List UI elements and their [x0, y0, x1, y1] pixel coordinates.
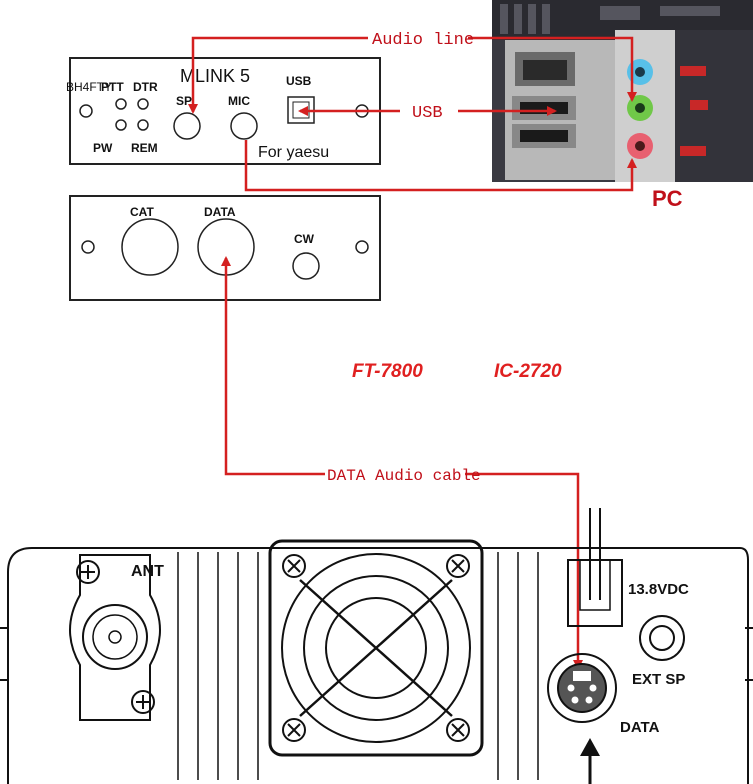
- power-cable: [567, 508, 623, 627]
- led-ptt: [115, 98, 127, 110]
- led-ptt-label: PTT: [101, 80, 124, 94]
- led-rem-label: REM: [131, 141, 158, 155]
- data-cable-to-radio: [465, 472, 583, 670]
- model-ic2720: IC-2720: [494, 361, 562, 382]
- ext-sp-jack: [639, 615, 685, 661]
- data-audio-cable-label: DATA Audio cable: [327, 467, 481, 485]
- data-port-label: DATA: [620, 719, 660, 736]
- led-dtr: [137, 98, 149, 110]
- cw-jack: [292, 252, 320, 280]
- screw-icon: [76, 560, 100, 584]
- mlink-subtitle: For yaesu: [258, 144, 329, 161]
- led-pw-label: PW: [93, 141, 113, 155]
- fan-grille: [268, 539, 484, 757]
- led-dtr-label: DTR: [133, 80, 158, 94]
- mount-hole: [355, 240, 369, 254]
- antenna-connector: [69, 554, 161, 721]
- pc-label: PC: [652, 186, 683, 211]
- data-port-radio: [547, 653, 617, 723]
- power-label: 13.8VDC: [628, 581, 689, 598]
- mount-hole: [79, 104, 93, 118]
- mic-line-to-pc: [244, 140, 637, 192]
- radio-rear-panel: [0, 508, 753, 784]
- usb-line-label: USB: [412, 104, 443, 123]
- port-cw-label: CW: [294, 232, 315, 246]
- port-usb-label: USB: [286, 74, 312, 88]
- port-cat-label: CAT: [130, 205, 154, 219]
- fan-screw-icon: [282, 554, 306, 578]
- port-data-label: DATA: [204, 205, 236, 219]
- port-sp-label: SP: [176, 94, 192, 108]
- connection-lines: [188, 36, 637, 670]
- heatsink-fins: [177, 552, 539, 780]
- pc-motherboard-image: [492, 0, 753, 182]
- model-ft7800: FT-7800: [352, 361, 423, 382]
- led-rem: [137, 119, 149, 131]
- audio-line-to-pc: [468, 36, 637, 102]
- audio-line-to-sp: [188, 36, 368, 114]
- audio-line-label: Audio line: [372, 31, 474, 50]
- mount-hole: [81, 240, 95, 254]
- led-pw: [115, 119, 127, 131]
- ant-label: ANT: [131, 563, 164, 580]
- sp-jack: [173, 112, 201, 140]
- screw-icon: [131, 690, 155, 714]
- cat-port: [121, 218, 179, 276]
- fan-screw-icon: [282, 718, 306, 742]
- mic-jack: [230, 112, 258, 140]
- ext-sp-label: EXT SP: [632, 671, 685, 688]
- fan-screw-icon: [446, 554, 470, 578]
- up-arrow-icon: [580, 738, 600, 784]
- fan-screw-icon: [446, 718, 470, 742]
- brand-overlay: BH4FTY: [66, 80, 112, 94]
- data-cable-to-mlink: [221, 256, 325, 476]
- mlink-brand: MLINK 5: [180, 66, 250, 86]
- port-mic-label: MIC: [228, 94, 250, 108]
